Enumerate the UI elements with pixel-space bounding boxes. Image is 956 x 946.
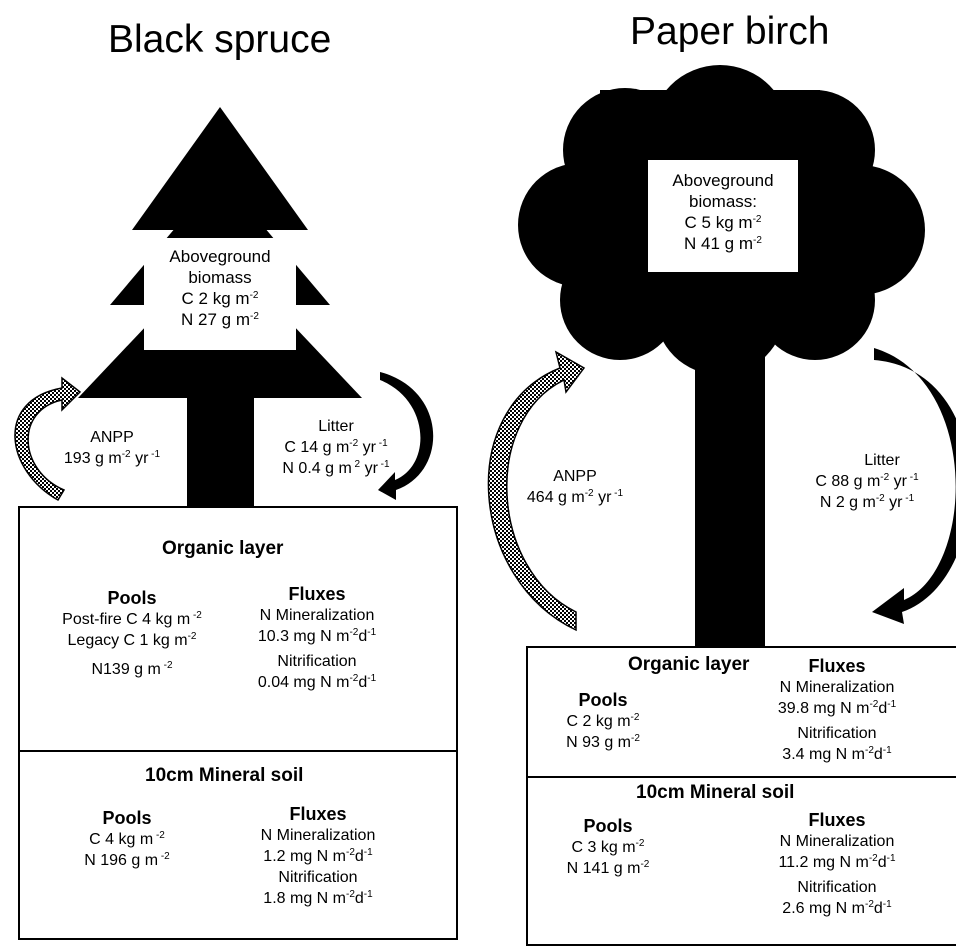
spruce-mineral-fluxes: Fluxes N Mineralization 1.2 mg N m-2d-1 … [238,804,398,909]
spruce-title: Black spruce [108,18,331,62]
birch-biomass-n: N 41 g m-2 [648,233,798,254]
spruce-biomass-box: Aboveground biomass C 2 kg m-2 N 27 g m-… [144,238,296,350]
spruce-biomass-line1: Aboveground [144,246,296,267]
spruce-organic-fluxes: Fluxes N Mineralization 10.3 mg N m-2d-1… [232,584,402,693]
spruce-anpp-label: ANPP 193 g m-2 yr -1 [42,427,182,469]
birch-mineral-title: 10cm Mineral soil [636,782,794,804]
birch-crown-shape [518,65,925,650]
spruce-organic-pools: Pools Post-fire C 4 kg m -2 Legacy C 1 k… [42,588,222,680]
birch-biomass-line2: biomass: [648,191,798,212]
birch-biomass-line1: Aboveground [648,170,798,191]
birch-title: Paper birch [630,10,829,54]
birch-organic-pools: Pools C 2 kg m-2 N 93 g m-2 [548,690,658,753]
spruce-organic-title: Organic layer [162,538,283,560]
birch-anpp-label: ANPP 464 g m-2 yr -1 [520,466,630,508]
birch-biomass-c: C 5 kg m-2 [648,212,798,233]
spruce-litter-label: Litter C 14 g m-2 yr -1 N 0.4 g m 2 yr -… [266,416,406,479]
birch-mineral-pools: Pools C 3 kg m-2 N 141 g m-2 [548,816,668,879]
spruce-biomass-line2: biomass [144,267,296,288]
birch-biomass-box: Aboveground biomass: C 5 kg m-2 N 41 g m… [648,160,798,272]
spruce-biomass-c: C 2 kg m-2 [144,288,296,309]
birch-mineral-fluxes: Fluxes N Mineralization 11.2 mg N m-2d-1… [752,810,922,919]
birch-organic-title: Organic layer [628,654,749,676]
birch-litter-label: Litter C 88 g m-2 yr -1 N 2 g m-2 yr -1 [782,450,952,513]
birch-organic-fluxes: Fluxes N Mineralization 39.8 mg N m-2d-1… [752,656,922,765]
spruce-mineral-pools: Pools C 4 kg m -2 N 196 g m -2 [52,808,202,871]
spruce-biomass-n: N 27 g m-2 [144,309,296,330]
spruce-mineral-title: 10cm Mineral soil [145,765,303,787]
